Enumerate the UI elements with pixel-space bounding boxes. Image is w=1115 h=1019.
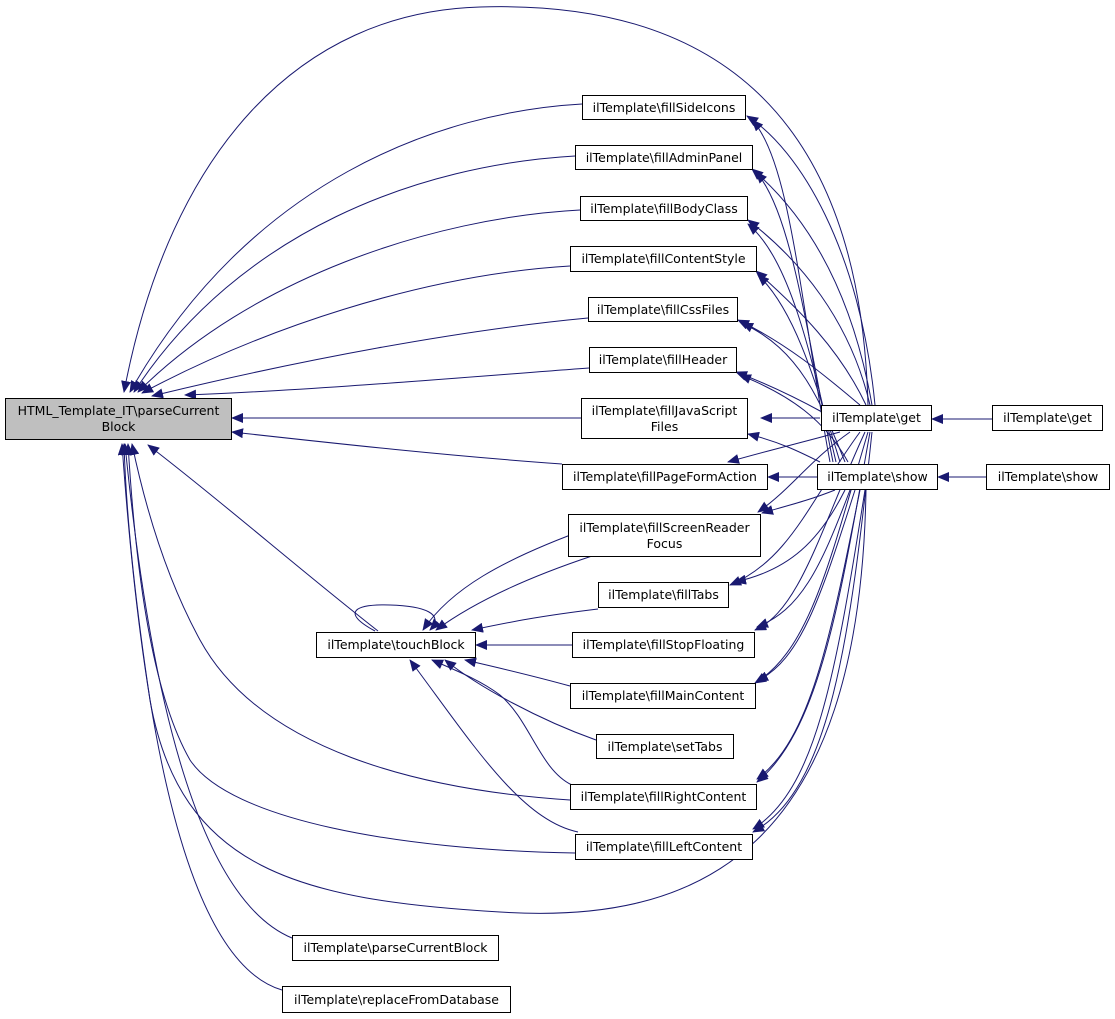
edge-replacefromdatabase-root [117, 443, 283, 991]
edge-get-fillheader [735, 371, 823, 413]
root-node-label-line2: Block [101, 419, 136, 434]
edge-filladminpanel-root [133, 155, 576, 393]
edge-show-fillstopfloating [756, 489, 851, 628]
edge-fillrightcontent-touchblock [431, 659, 573, 786]
edge-filltabs-touchblock [471, 608, 599, 633]
edge-fillmaincontent-touchblock [464, 657, 571, 687]
edge-show-fillleftcontent [752, 489, 866, 830]
node-parse-current-block[interactable]: ilTemplate\parseCurrentBlock [292, 935, 499, 961]
edge-get-fillsideicons [746, 115, 876, 406]
edge-fillpageformaction-root [231, 428, 563, 465]
node-label: ilTemplate\fillAdminPanel [585, 149, 743, 165]
node-fill-javascript-files[interactable]: ilTemplate\fillJavaScript Files [581, 398, 748, 439]
node-label: ilTemplate\fillBodyClass [590, 200, 738, 216]
node-fill-stop-floating[interactable]: ilTemplate\fillStopFloating [572, 632, 755, 658]
node-label: ilTemplate\get [1003, 410, 1092, 425]
edge-show-filltabs [734, 489, 846, 585]
node-fill-main-content[interactable]: ilTemplate\fillMainContent [570, 683, 756, 709]
node-label: ilTemplate\touchBlock [327, 637, 465, 652]
node-set-tabs[interactable]: ilTemplate\setTabs [596, 734, 734, 759]
edge-show-fillcssfiles [741, 322, 846, 463]
edge-show-fillcontentstyle [757, 274, 841, 463]
node-label: ilTemplate\parseCurrentBlock [303, 940, 488, 955]
node-show[interactable]: ilTemplate\show [817, 464, 938, 490]
node-label: ilTemplate\show [827, 469, 928, 484]
node-label: ilTemplate\fillContentStyle [581, 251, 746, 266]
node-fill-content-style[interactable]: ilTemplate\fillContentStyle [570, 246, 757, 272]
node-label: ilTemplate\fillMainContent [581, 688, 745, 703]
node-label: ilTemplate\fillRightContent [580, 789, 747, 804]
edge-fillbodyclass-root [137, 209, 581, 393]
edge-get-fillstopfloating [754, 431, 866, 631]
edge-get-root [121, 6, 869, 406]
node-fill-body-class[interactable]: ilTemplate\fillBodyClass [580, 196, 748, 221]
edge-show-fillmaincontent [756, 489, 856, 682]
node-fill-css-files[interactable]: ilTemplate\fillCssFiles [588, 297, 738, 322]
node-fill-side-icons[interactable]: ilTemplate\fillSideIcons [582, 95, 746, 120]
node-fill-right-content[interactable]: ilTemplate\fillRightContent [570, 784, 757, 810]
edge-show-fillsideicons [751, 119, 831, 463]
edge-fillleftcontent-touchblock [409, 659, 579, 833]
node-get[interactable]: ilTemplate\get [821, 405, 932, 431]
root-node-label-line1: HTML_Template_IT\parseCurrent [17, 403, 220, 418]
node-replace-from-database[interactable]: ilTemplate\replaceFromDatabase [282, 986, 511, 1013]
node-label: ilTemplate\fillCssFiles [596, 301, 730, 317]
edge-fillscreenreader2-touchblock [435, 555, 593, 631]
edge-get-fillscreenreader [757, 431, 851, 513]
edge-get-filltabs [729, 431, 861, 586]
edge-get-filladminpanel [751, 168, 873, 406]
node-fill-tabs[interactable]: ilTemplate\fillTabs [598, 582, 729, 608]
edge-fillsideicons-root [129, 103, 583, 393]
edge-fillheader-root [184, 367, 590, 400]
edge-show-fillscreenreader [761, 489, 836, 515]
node-label: ilTemplate\fillSideIcons [592, 99, 736, 115]
edge-settabs-touchblock [444, 659, 597, 741]
node-get-caller[interactable]: ilTemplate\get [992, 405, 1103, 431]
root-node: HTML_Template_IT\parseCurrent Block [5, 398, 232, 440]
edge-get-fillcontentstyle [755, 270, 867, 406]
edge-fillscreenreader-touchblock [422, 526, 593, 631]
edge-show-filljavascript [747, 431, 821, 463]
node-label: ilTemplate\fillPageFormAction [573, 469, 757, 484]
node-fill-admin-panel[interactable]: ilTemplate\fillAdminPanel [575, 145, 753, 170]
edge-parsecurrentblock-root [121, 443, 293, 939]
node-show-caller[interactable]: ilTemplate\show [986, 464, 1110, 490]
node-label: ilTemplate\replaceFromDatabase [294, 991, 499, 1007]
node-label-line2: Focus [646, 535, 683, 551]
node-label: ilTemplate\setTabs [607, 738, 723, 754]
node-label: ilTemplate\show [997, 469, 1099, 484]
node-label: ilTemplate\fillHeader [598, 352, 728, 367]
edge-show-fillheader [739, 374, 849, 463]
node-fill-page-form-action[interactable]: ilTemplate\fillPageFormAction [562, 464, 768, 490]
node-label-line2: Files [650, 418, 679, 434]
node-label: ilTemplate\fillTabs [608, 587, 719, 602]
node-touch-block[interactable]: ilTemplate\touchBlock [316, 632, 476, 658]
node-fill-header[interactable]: ilTemplate\fillHeader [589, 347, 737, 373]
edge-touchblock-self [354, 604, 442, 632]
edge-fillleftcontent-root [123, 443, 576, 854]
edge-fillrightcontent-root [129, 443, 571, 801]
node-fill-left-content[interactable]: ilTemplate\fillLeftContent [575, 834, 753, 860]
node-label-line1: ilTemplate\fillJavaScript [591, 402, 738, 418]
node-fill-screen-reader-focus[interactable]: ilTemplate\fillScreenReader Focus [568, 514, 761, 557]
edge-touchblock-root [147, 444, 379, 632]
edge-get-fillleftcontent [752, 431, 873, 833]
node-label-line1: ilTemplate\fillScreenReader [579, 519, 750, 535]
edge-fillcssfiles-root [151, 317, 589, 399]
node-label: ilTemplate\fillLeftContent [585, 839, 743, 854]
node-label: ilTemplate\fillStopFloating [582, 637, 745, 652]
edge-show-fillrightcontent [756, 489, 861, 780]
node-label: ilTemplate\get [832, 410, 921, 425]
edge-get-fillbodyclass [747, 219, 871, 406]
edge-fillcontentstyle-root [141, 265, 571, 394]
edge-get-fillcssfiles [737, 319, 861, 406]
